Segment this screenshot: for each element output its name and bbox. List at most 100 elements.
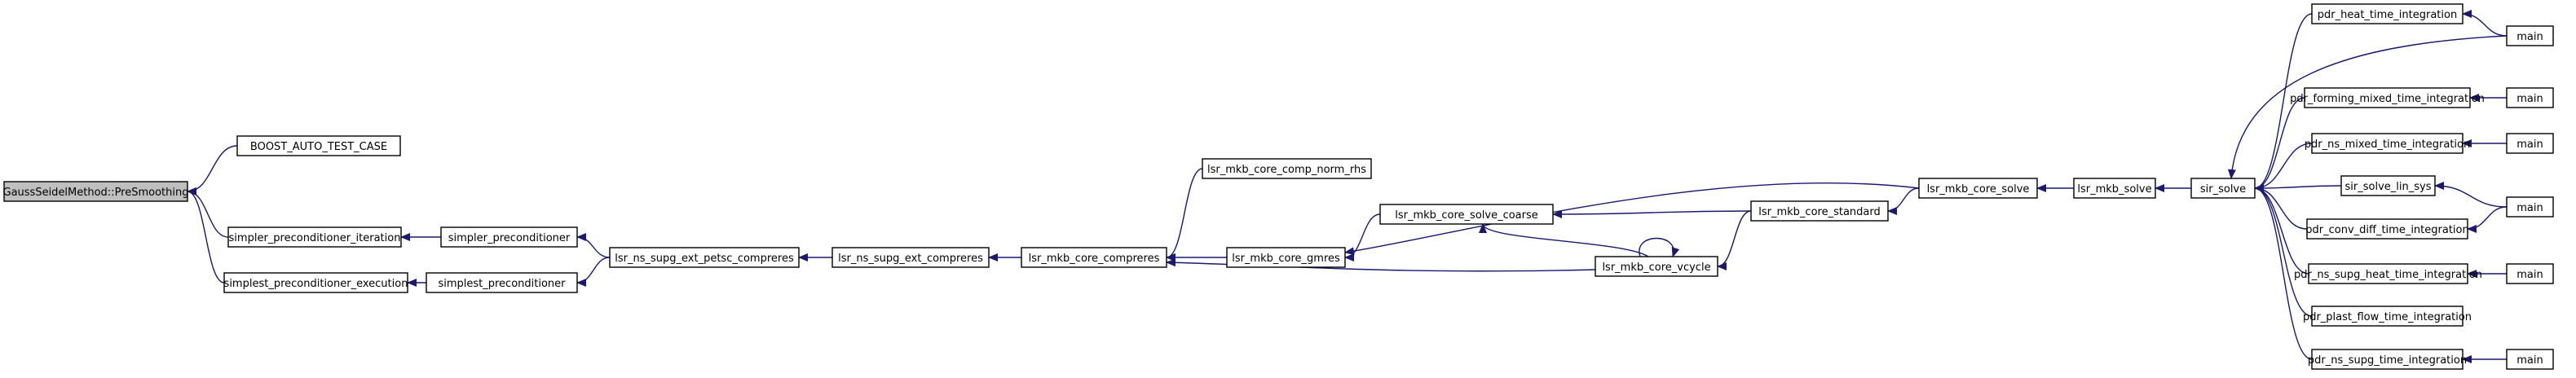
node-n18[interactable]: pdr_forming_mixed_time_integration <box>2290 87 2485 108</box>
node-label: GaussSeidelMethod::PreSmoothing <box>3 187 189 199</box>
node-m2[interactable]: main <box>2506 87 2554 108</box>
edge-n6-to-n4 <box>576 233 611 258</box>
node-m6[interactable]: main <box>2506 349 2554 370</box>
node-box <box>2073 178 2156 199</box>
node-box <box>2311 3 2464 24</box>
node-box <box>2506 133 2554 154</box>
node-m5[interactable]: main <box>2506 263 2554 284</box>
node-label: simpler_preconditioner <box>448 232 571 244</box>
node-n10[interactable]: lsr_mkb_core_gmres <box>1226 247 1346 268</box>
node-label: main <box>2516 138 2543 151</box>
node-label: main <box>2516 202 2543 214</box>
node-n9[interactable]: lsr_mkb_core_comp_norm_rhs <box>1202 158 1372 179</box>
node-box <box>1918 178 2038 199</box>
edge-n20-to-n16 <box>2254 183 2342 192</box>
node-n2[interactable]: simpler_preconditioner_iteration <box>227 226 402 248</box>
node-n14[interactable]: lsr_mkb_core_solve <box>1918 178 2038 199</box>
node-box <box>2506 349 2554 370</box>
node-n15[interactable]: lsr_mkb_solve <box>2073 178 2156 199</box>
node-m1[interactable]: main <box>2506 25 2554 46</box>
edge-n13-to-n11 <box>1552 209 1752 218</box>
node-n12[interactable]: lsr_mkb_core_vcycle <box>1595 256 1718 277</box>
node-box <box>3 181 188 202</box>
node-label: simplest_preconditioner <box>438 278 566 290</box>
edge-n13-to-n12 <box>1717 210 1752 270</box>
node-label: lsr_mkb_core_gmres <box>1232 253 1340 265</box>
node-box <box>1226 247 1346 268</box>
edge-m1-to-n16 <box>2227 35 2508 179</box>
node-label: pdr_forming_mixed_time_integration <box>2290 93 2485 105</box>
node-n5[interactable]: simplest_preconditioner <box>426 272 578 293</box>
node-n1[interactable]: BOOST_AUTO_TEST_CASE <box>236 135 401 156</box>
node-n11[interactable]: lsr_mkb_core_solve_coarse <box>1379 204 1554 225</box>
node-box <box>2311 133 2464 154</box>
node-n6[interactable]: lsr_ns_supg_ext_petsc_compreres <box>609 247 800 268</box>
node-box <box>1202 158 1372 179</box>
node-m4[interactable]: main <box>2506 196 2554 218</box>
node-box <box>2304 87 2471 108</box>
edge-n18-to-n16 <box>2254 97 2305 192</box>
node-label: pdr_ns_supg_heat_time_integration <box>2294 269 2482 281</box>
node-n7[interactable]: lsr_ns_supg_ext_compreres <box>831 247 990 268</box>
node-label: pdr_ns_mixed_time_integration <box>2305 138 2470 151</box>
node-label: simplest_preconditioner_execution <box>224 278 408 290</box>
node-label: sir_solve <box>2200 183 2246 196</box>
node-n3[interactable]: simplest_preconditioner_execution <box>223 272 408 293</box>
node-n17[interactable]: pdr_heat_time_integration <box>2311 3 2464 24</box>
node-n20[interactable]: sir_solve_lin_sys <box>2340 175 2436 196</box>
node-label: main <box>2516 354 2543 367</box>
node-box <box>2506 87 2554 108</box>
node-box <box>1750 200 1889 222</box>
edge-n21-to-n16 <box>2254 184 2308 230</box>
edges-layer <box>187 10 2508 363</box>
node-n13[interactable]: lsr_mkb_core_standard <box>1750 200 1889 222</box>
node-box <box>2311 305 2464 327</box>
node-label: main <box>2516 31 2543 43</box>
node-label: pdr_conv_diff_time_integration <box>2305 224 2468 236</box>
node-label: pdr_plast_flow_time_integration <box>2303 311 2472 323</box>
node-n0[interactable]: GaussSeidelMethod::PreSmoothing <box>3 181 189 202</box>
node-label: lsr_mkb_solve <box>2077 183 2151 196</box>
node-box <box>1379 204 1554 225</box>
node-box <box>2306 218 2468 240</box>
edge-n23-to-n16 <box>2254 184 2313 317</box>
node-box <box>2340 175 2436 196</box>
node-box <box>831 247 990 268</box>
node-n19[interactable]: pdr_ns_mixed_time_integration <box>2305 133 2470 154</box>
node-box <box>2190 178 2256 199</box>
edge-n6-to-n5 <box>576 257 611 287</box>
node-n16[interactable]: sir_solve <box>2190 178 2256 199</box>
node-n21[interactable]: pdr_conv_diff_time_integration <box>2305 218 2469 240</box>
node-label: pdr_heat_time_integration <box>2318 9 2457 21</box>
node-box <box>2506 196 2554 218</box>
node-box <box>2308 263 2468 284</box>
node-label: lsr_mkb_core_comp_norm_rhs <box>1207 164 1366 176</box>
node-label: pdr_ns_supg_time_integration <box>2308 354 2467 367</box>
node-box <box>2311 349 2464 370</box>
node-box <box>2506 263 2554 284</box>
node-label: lsr_mkb_core_compreres <box>1029 253 1160 265</box>
node-box <box>227 226 402 248</box>
edge-m4-to-n21 <box>2467 206 2508 233</box>
node-label: lsr_mkb_core_solve <box>1927 183 2030 196</box>
node-box <box>609 247 800 268</box>
node-label: lsr_mkb_core_vcycle <box>1602 262 1710 274</box>
node-n23[interactable]: pdr_plast_flow_time_integration <box>2303 305 2472 327</box>
node-n24[interactable]: pdr_ns_supg_time_integration <box>2308 349 2467 370</box>
node-n4[interactable]: simpler_preconditioner <box>440 226 578 248</box>
edge-n12-to-n8 <box>1166 258 1596 272</box>
node-box <box>1021 247 1167 268</box>
node-box <box>223 272 408 293</box>
node-box <box>2506 25 2554 46</box>
node-box <box>1595 256 1718 277</box>
edge-n9-to-n8 <box>1166 168 1203 262</box>
edge-m4-to-n20 <box>2434 182 2508 208</box>
node-label: sir_solve_lin_sys <box>2345 181 2432 193</box>
node-label: BOOST_AUTO_TEST_CASE <box>250 141 387 153</box>
edge-n12-to-n12 <box>1639 237 1680 257</box>
node-label: lsr_mkb_core_solve_coarse <box>1395 209 1538 222</box>
node-m3[interactable]: main <box>2506 133 2554 154</box>
node-box <box>236 135 401 156</box>
node-n8[interactable]: lsr_mkb_core_compreres <box>1021 247 1167 268</box>
node-n22[interactable]: pdr_ns_supg_heat_time_integration <box>2294 263 2482 284</box>
